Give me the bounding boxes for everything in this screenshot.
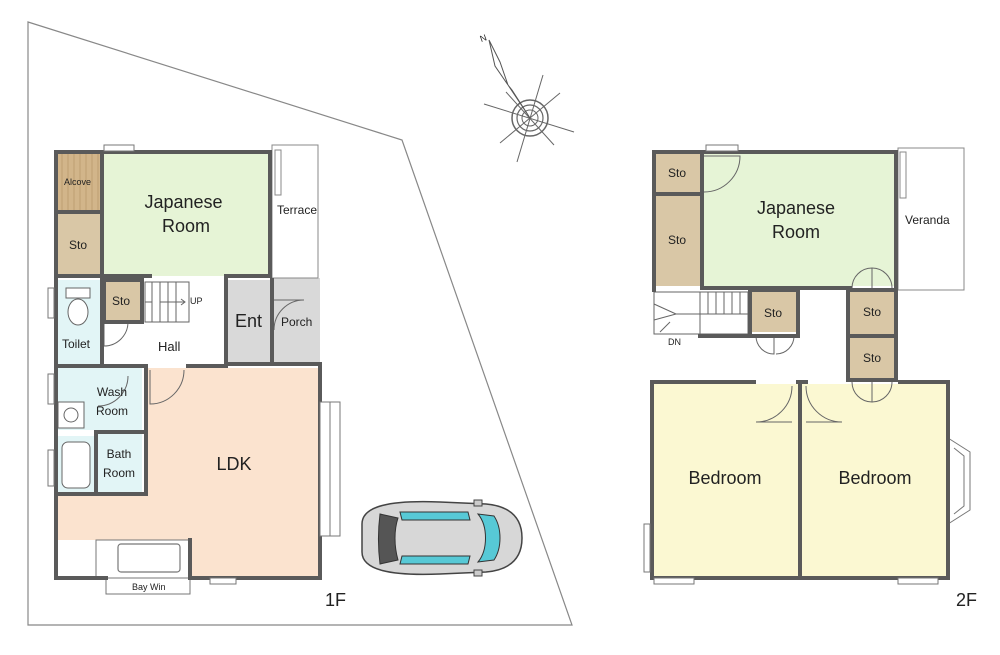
- stairs-down-label: DN: [668, 337, 681, 347]
- alcove-area: [56, 152, 102, 212]
- bay-window-2f: [947, 437, 971, 525]
- floor-2f-label: 2F: [956, 590, 977, 610]
- bath-room-area: [96, 432, 142, 492]
- japanese-room-1f-label: Japanese Room: [144, 192, 227, 236]
- bay-window-label: Bay Win: [132, 582, 166, 592]
- stairs-up-label: UP: [190, 296, 203, 306]
- lot-boundary: [27, 21, 573, 626]
- bedroom-left-label: Bedroom: [688, 468, 761, 488]
- first-floor: [47, 144, 341, 595]
- storage-1f-hall-label: Sto: [112, 294, 130, 308]
- hall-label: Hall: [158, 339, 181, 354]
- ldk-area: [56, 368, 320, 578]
- ldk-label: LDK: [216, 454, 251, 474]
- entrance-label: Ent: [235, 311, 262, 331]
- stairs-1f: [144, 281, 190, 323]
- porch-area: [272, 278, 320, 364]
- floor-1f-label: 1F: [325, 590, 346, 610]
- storage-2f-2-label: Sto: [668, 233, 686, 247]
- toilet-label: Toilet: [62, 337, 91, 351]
- japanese-room-2f-area: [704, 152, 896, 286]
- second-floor: [643, 144, 971, 585]
- storage-2f-4-area: [850, 292, 896, 334]
- north-label: N: [479, 32, 489, 44]
- entrance-area: [226, 280, 272, 364]
- storage-2f-2-area: [654, 196, 702, 286]
- storage-1f-left-label: Sto: [69, 238, 87, 252]
- sink-icon: [63, 407, 79, 423]
- bedroom-right-area: [802, 384, 948, 578]
- storage-1f-hall-area: [104, 280, 142, 322]
- porch-label: Porch: [281, 315, 312, 329]
- stairs-2f: [653, 291, 749, 335]
- japanese-room-1f-word2: Room: [162, 216, 210, 236]
- veranda-label: Veranda: [905, 213, 950, 227]
- storage-2f-5-area: [850, 338, 896, 380]
- compass-rose-icon: [483, 39, 575, 163]
- storage-1f-left-area: [56, 212, 102, 276]
- storage-2f-4-label: Sto: [863, 305, 881, 319]
- car-icon: [361, 499, 523, 577]
- japanese-room-1f-word1: Japanese: [144, 192, 222, 212]
- storage-2f-1-label: Sto: [668, 166, 686, 180]
- alcove-label: Alcove: [64, 177, 91, 187]
- bedroom-right-label: Bedroom: [838, 468, 911, 488]
- bedroom-left-area: [654, 384, 798, 578]
- toilet-icon: [67, 298, 89, 326]
- japanese-room-1f-area: [102, 152, 270, 276]
- terrace-label: Terrace: [277, 203, 317, 217]
- bay-window: [105, 577, 191, 595]
- storage-2f-5-label: Sto: [863, 351, 881, 365]
- storage-2f-1-area: [654, 152, 702, 194]
- storage-2f-3-area: [752, 292, 798, 332]
- storage-2f-3-label: Sto: [764, 306, 782, 320]
